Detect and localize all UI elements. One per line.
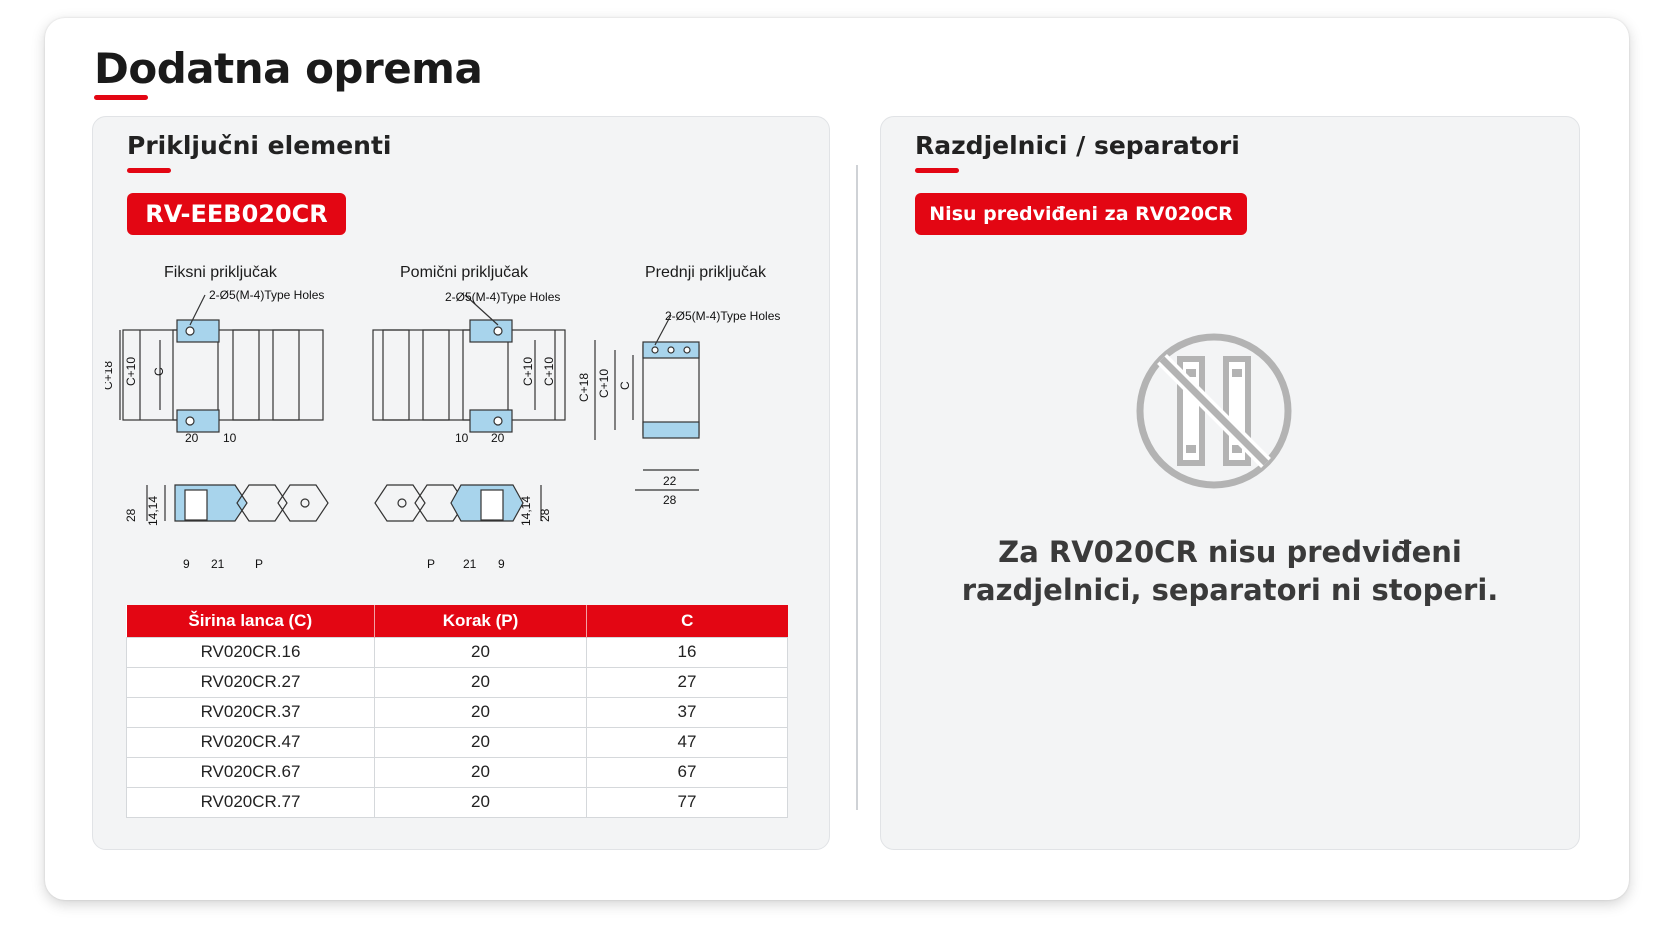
page-title: Dodatna oprema (94, 44, 483, 93)
fixed-connector-side-view (146, 484, 329, 522)
dim-c10-movable-a: C+10 (521, 357, 535, 386)
connectors-panel-title: Priključni elementi (127, 131, 392, 160)
table-row: RV020CR.47 20 47 (126, 726, 788, 758)
message-line-2: razdjelnici, separatori ni stoperi. (961, 573, 1499, 607)
col-header-chain-width: Širina lanca (C) (126, 605, 375, 637)
dim-p-movable: P (427, 557, 435, 571)
no-separators-icon (1136, 333, 1292, 489)
cell-pitch: 20 (374, 786, 587, 818)
cell-c: 37 (586, 696, 788, 728)
table-row: RV020CR.27 20 27 (126, 666, 788, 698)
movable-connector-label: Pomični priključak (400, 264, 529, 281)
dim-9-movable: 9 (498, 557, 505, 571)
cell-pitch: 20 (374, 636, 587, 668)
dim-1414-movable: 14,14 (519, 496, 533, 526)
front-connector-label: Prednji priključak (645, 264, 766, 281)
cell-model: RV020CR.47 (126, 726, 375, 758)
dim-21-movable: 21 (463, 557, 477, 571)
dim-10-fixed: 10 (223, 431, 237, 445)
table-row: RV020CR.77 20 77 (126, 786, 788, 818)
dim-28-front: 28 (663, 493, 677, 507)
cell-pitch: 20 (374, 696, 587, 728)
front-connector-view (594, 314, 700, 491)
title-underline (94, 95, 148, 100)
movable-connector-side-view (374, 484, 542, 522)
col-header-pitch: Korak (P) (374, 605, 587, 637)
table-row: RV020CR.67 20 67 (126, 756, 788, 788)
connector-technical-drawing: 2-Ø5(M-4)Type Holes C+18 C+10 C 20 10 28… (105, 290, 780, 571)
dim-10-movable: 10 (455, 431, 469, 445)
dim-20-movable: 20 (491, 431, 505, 445)
dim-c10-front: C+10 (597, 369, 611, 398)
not-available-badge: Nisu predviđeni za RV020CR (915, 193, 1247, 235)
cell-model: RV020CR.37 (126, 696, 375, 728)
dim-22-front: 22 (663, 474, 677, 488)
cell-model: RV020CR.77 (126, 786, 375, 818)
separators-title-underline (915, 168, 959, 173)
dim-1414-fixed: 14,14 (146, 496, 160, 526)
dim-c18-front: C+18 (577, 373, 591, 402)
connector-spec-table: Širina lanca (C) Korak (P) C RV020CR.16 … (126, 605, 788, 818)
dim-28-fixed: 28 (124, 508, 138, 522)
dim-21-fixed: 21 (211, 557, 225, 571)
table-header-row: Širina lanca (C) Korak (P) C (126, 605, 788, 637)
message-line-1: Za RV020CR nisu predviđeni (998, 535, 1462, 569)
dim-p-fixed: P (255, 557, 263, 571)
cell-c: 27 (586, 666, 788, 698)
dim-20-fixed: 20 (185, 431, 199, 445)
dim-c18-fixed: C+18 (105, 361, 115, 390)
panel-divider (856, 165, 858, 810)
table-row: RV020CR.37 20 37 (126, 696, 788, 728)
movable-connector-top-view (372, 294, 566, 433)
dim-9-fixed: 9 (183, 557, 190, 571)
fixed-connector-top-view (119, 294, 324, 433)
cell-pitch: 20 (374, 666, 587, 698)
cell-pitch: 20 (374, 756, 587, 788)
product-code-badge: RV-EEB020CR (127, 193, 346, 235)
dim-c10-movable-b: C+10 (542, 357, 556, 386)
not-available-message: Za RV020CR nisu predviđeni razdjelnici, … (940, 533, 1520, 609)
dim-c-front: C (618, 381, 632, 390)
cell-c: 16 (586, 636, 788, 668)
cell-model: RV020CR.27 (126, 666, 375, 698)
connectors-title-underline (127, 168, 171, 173)
cell-c: 47 (586, 726, 788, 758)
dim-28-movable: 28 (538, 508, 552, 522)
fixed-holes-note: 2-Ø5(M-4)Type Holes (209, 290, 324, 302)
dim-c-fixed: C (152, 367, 166, 376)
separators-panel-title: Razdjelnici / separatori (915, 131, 1240, 160)
cell-model: RV020CR.67 (126, 756, 375, 788)
cell-model: RV020CR.16 (126, 636, 375, 668)
col-header-c: C (586, 605, 788, 637)
table-row: RV020CR.16 20 16 (126, 636, 788, 668)
front-holes-note: 2-Ø5(M-4)Type Holes (665, 309, 780, 323)
dim-c10-fixed: C+10 (124, 357, 138, 386)
movable-holes-note: 2-Ø5(M-4)Type Holes (445, 290, 560, 304)
fixed-connector-label: Fiksni priključak (164, 264, 277, 281)
cell-c: 67 (586, 756, 788, 788)
cell-pitch: 20 (374, 726, 587, 758)
cell-c: 77 (586, 786, 788, 818)
